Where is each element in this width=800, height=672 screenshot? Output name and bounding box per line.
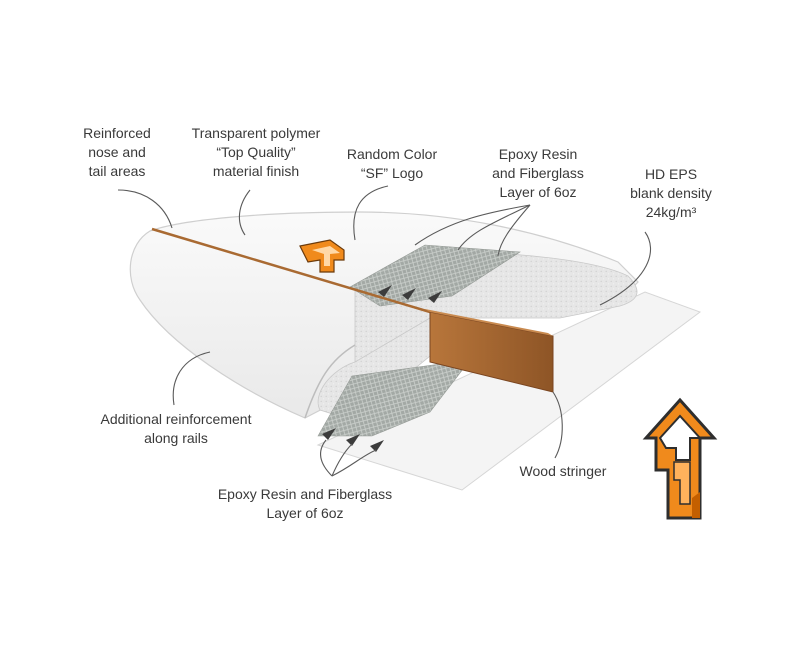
leader-sf-logo xyxy=(353,185,389,241)
wood-stringer-top xyxy=(425,309,553,336)
bottom-fiberglass-layer xyxy=(317,359,471,437)
leader-epoxy-top-3 xyxy=(497,204,531,257)
rail-edge xyxy=(304,344,356,419)
deck-logo xyxy=(299,239,345,273)
label-eps-density: HD EPS blank density 24kg/m³ xyxy=(630,166,712,220)
label-sf-logo: Random Color “SF” Logo xyxy=(346,146,438,181)
stringer-deck-line xyxy=(151,227,431,314)
label-reinforced-nose: Reinforced nose and tail areas xyxy=(83,125,151,179)
leader-epoxy-top-1 xyxy=(414,204,531,246)
label-wood-stringer: Wood stringer xyxy=(519,463,607,479)
leader-epoxy-top-2 xyxy=(457,204,531,251)
top-fiberglass-layer xyxy=(349,244,521,307)
brand-logo xyxy=(642,397,718,520)
leader-epoxy-bottom-3 xyxy=(331,449,377,477)
label-epoxy-top: Epoxy Resin and Fiberglass Layer of 6oz xyxy=(492,146,584,200)
leader-epoxy-bottom-2 xyxy=(331,443,353,477)
label-epoxy-bottom: Epoxy Resin and Fiberglass Layer of 6oz xyxy=(217,486,393,521)
leader-polymer-finish xyxy=(238,189,251,236)
leader-lines xyxy=(117,185,652,477)
leader-reinforced-nose xyxy=(117,189,173,229)
leader-wood-stringer xyxy=(552,391,563,459)
leader-rail xyxy=(172,351,211,406)
leader-eps xyxy=(599,231,652,306)
label-rail-reinforcement: Additional reinforcement along rails xyxy=(100,411,252,446)
label-polymer-finish: Transparent polymer “Top Quality” materi… xyxy=(191,125,321,179)
bottom-glass-layer-edges xyxy=(322,428,384,452)
top-glass-layer-edges xyxy=(378,285,442,303)
leader-epoxy-bottom-1 xyxy=(320,439,333,477)
